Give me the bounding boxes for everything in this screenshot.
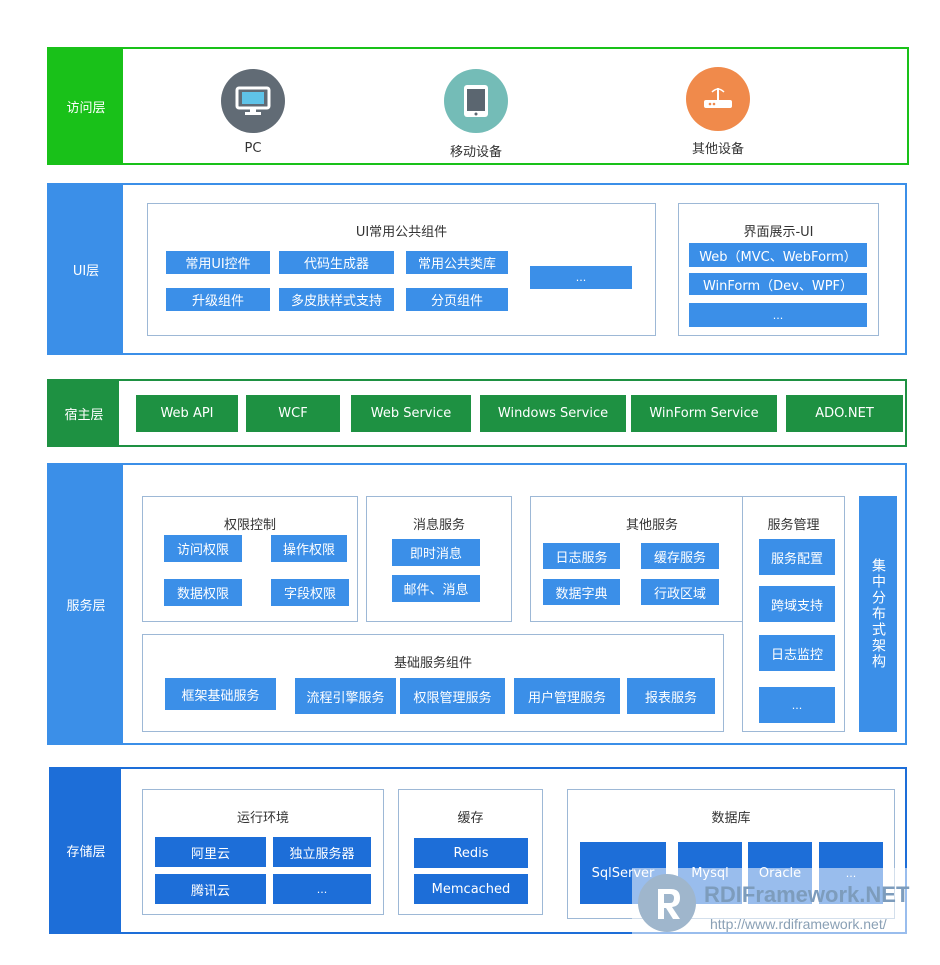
env-item: 腾讯云 [155, 874, 266, 904]
ui-common-item: 分页组件 [406, 288, 508, 311]
tablet-icon [464, 85, 488, 117]
db-title: 数据库 [711, 811, 751, 826]
msg-item: 邮件、消息 [392, 575, 480, 602]
other-service-item: 缓存服务 [641, 543, 719, 569]
perm-item: 访问权限 [164, 535, 242, 562]
base-item: 用户管理服务 [514, 678, 620, 714]
logo-icon [638, 874, 696, 932]
base-item: 框架基础服务 [165, 678, 276, 710]
service-layer-label: 服务层 [49, 465, 123, 743]
perm-title: 权限控制 [223, 518, 276, 533]
env-item: 阿里云 [155, 837, 266, 867]
access-layer-label: 访问层 [49, 49, 123, 163]
ui-common-item: 常用公共类库 [406, 251, 508, 274]
perm-item: 数据权限 [164, 579, 242, 606]
other-service-item: 行政区域 [641, 579, 719, 605]
host-layer-label: 宿主层 [49, 381, 119, 445]
perm-item: 操作权限 [271, 535, 347, 562]
ui-layer: UI层 UI常用公共组件 常用UI控件 代码生成器 常用公共类库 ... 升级组… [47, 183, 907, 355]
env-item: 独立服务器 [273, 837, 371, 867]
mobile-device [444, 69, 508, 133]
ui-display-title: 界面展示-UI [743, 225, 814, 240]
host-item: WCF [246, 395, 340, 432]
storage-layer-label: 存储层 [51, 769, 121, 932]
ui-display-panel: 界面展示-UI Web（MVC、WebForm） WinForm（Dev、WPF… [678, 203, 879, 336]
other-service-item: 数据字典 [543, 579, 620, 605]
msg-item: 即时消息 [392, 539, 480, 566]
router-icon [704, 88, 732, 108]
base-item: 流程引擎服务 [295, 678, 396, 714]
mgmt-title: 服务管理 [767, 518, 820, 533]
ui-common-item: 多皮肤样式支持 [279, 288, 394, 311]
ui-common-title: UI常用公共组件 [355, 225, 448, 240]
cache-panel: 缓存 Redis Memcached [398, 789, 543, 915]
mgmt-item: 服务配置 [759, 539, 835, 575]
pc-device [221, 69, 285, 133]
watermark-url: http://www.rdiframework.net/ [710, 916, 887, 932]
ui-display-item: ... [689, 303, 867, 327]
base-title: 基础服务组件 [393, 656, 472, 671]
ui-common-item: 升级组件 [166, 288, 270, 311]
watermark-brand: RDIFramework.NET [704, 882, 910, 907]
other-service-panel: 其他服务 日志服务 缓存服务 数据字典 行政区域 [530, 496, 774, 622]
perm-item: 字段权限 [271, 579, 349, 606]
pc-label: PC [244, 141, 262, 156]
base-panel: 基础服务组件 框架基础服务 流程引擎服务 权限管理服务 用户管理服务 报表服务 [142, 634, 724, 732]
msg-panel: 消息服务 即时消息 邮件、消息 [366, 496, 512, 622]
monitor-icon [235, 86, 271, 115]
mgmt-item: 日志监控 [759, 635, 835, 671]
cache-item: Memcached [414, 874, 528, 904]
other-device [686, 67, 750, 131]
host-item: Windows Service [480, 395, 626, 432]
other-service-title: 其他服务 [625, 518, 678, 533]
distributed-arch-bar: 集中分布式架构 [859, 496, 897, 732]
base-item: 报表服务 [627, 678, 715, 714]
access-layer: 访问层 PC 移动设备 其他设备 [47, 47, 909, 165]
host-item: ADO.NET [786, 395, 903, 432]
other-device-label: 其他设备 [691, 142, 744, 157]
service-layer: 服务层 权限控制 访问权限 操作权限 数据权限 字段权限 消息服务 即时消息 邮… [47, 463, 907, 745]
watermark: RDIFramework.NET http://www.rdiframework… [632, 868, 932, 944]
mobile-label: 移动设备 [449, 145, 502, 160]
ui-common-panel: UI常用公共组件 常用UI控件 代码生成器 常用公共类库 ... 升级组件 多皮… [147, 203, 656, 336]
base-item: 权限管理服务 [400, 678, 505, 714]
perm-panel: 权限控制 访问权限 操作权限 数据权限 字段权限 [142, 496, 358, 622]
mgmt-item: 跨域支持 [759, 586, 835, 622]
host-item: WinForm Service [631, 395, 777, 432]
env-panel: 运行环境 阿里云 独立服务器 腾讯云 ... [142, 789, 384, 915]
ui-display-item: WinForm（Dev、WPF） [689, 273, 867, 295]
host-item: Web Service [351, 395, 471, 432]
cache-item: Redis [414, 838, 528, 868]
ui-common-item: 常用UI控件 [166, 251, 270, 274]
host-layer: 宿主层 Web API WCF Web Service Windows Serv… [47, 379, 907, 447]
ui-layer-label: UI层 [49, 185, 123, 353]
mgmt-item: ... [759, 687, 835, 723]
ui-display-item: Web（MVC、WebForm） [689, 243, 867, 267]
ui-common-item: ... [530, 266, 632, 289]
other-service-item: 日志服务 [543, 543, 620, 569]
host-item: Web API [136, 395, 238, 432]
mgmt-panel: 服务管理 服务配置 跨域支持 日志监控 ... [742, 496, 845, 732]
env-item: ... [273, 874, 371, 904]
cache-title: 缓存 [457, 811, 484, 826]
env-title: 运行环境 [236, 811, 289, 826]
ui-common-item: 代码生成器 [279, 251, 394, 274]
msg-title: 消息服务 [412, 518, 465, 533]
